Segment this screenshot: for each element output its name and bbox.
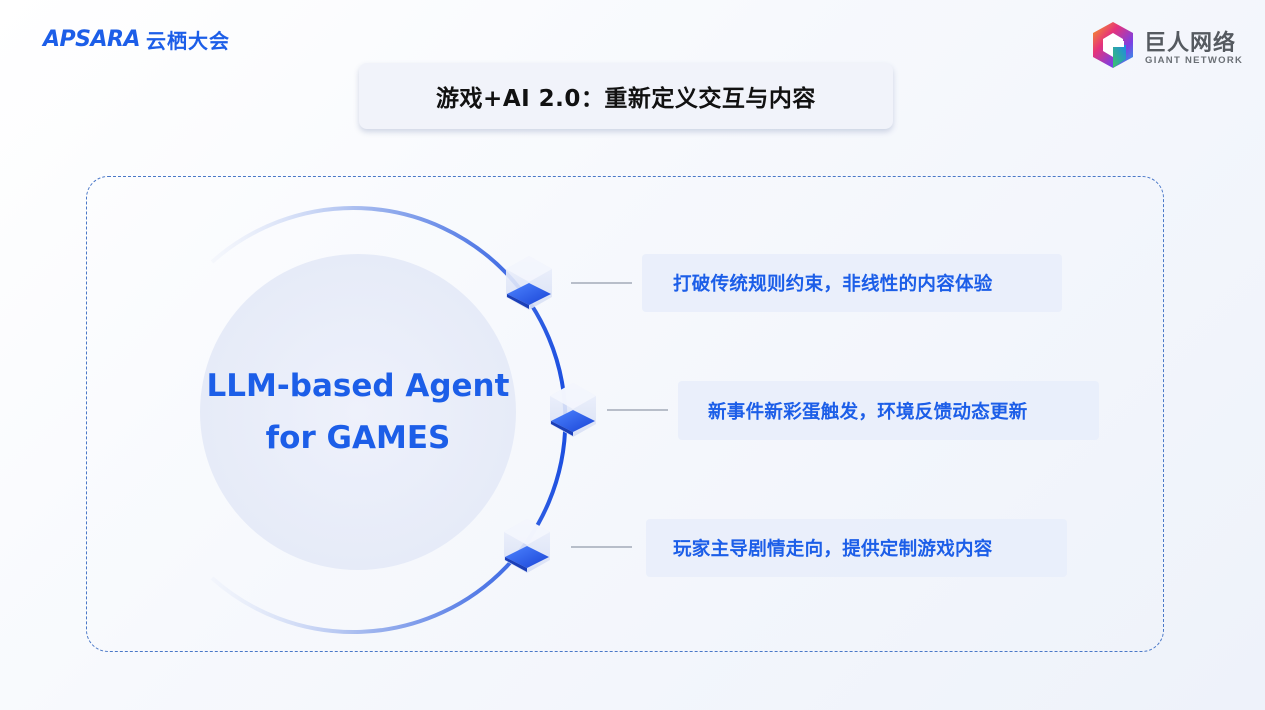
feature-item-3-label: 玩家主导剧情走向，提供定制游戏内容 [673, 539, 993, 560]
giant-network-logo: 巨人网络 GIANT NETWORK [1086, 19, 1246, 71]
feature-item-1-label: 打破传统规则约束，非线性的内容体验 [673, 274, 993, 295]
diagram-frame [86, 176, 1164, 652]
cube-marker-3-icon [504, 519, 550, 573]
giant-logo-icon [1093, 22, 1133, 68]
center-label-line-1: LLM-based Agent [206, 368, 510, 404]
feature-item-2-label: 新事件新彩蛋触发，环境反馈动态更新 [708, 401, 1028, 423]
center-label: LLM-based Agent for GAMES [200, 360, 516, 464]
feature-item-1: 打破传统规则约束，非线性的内容体验 [642, 254, 1062, 312]
apsara-cn-name: 云栖大会 [146, 28, 230, 53]
giant-cn-name: 巨人网络 [1144, 31, 1237, 56]
giant-en-name: GIANT NETWORK [1145, 55, 1244, 66]
title-banner: 游戏+AI 2.0：重新定义交互与内容 [359, 63, 893, 129]
center-label-line-2: for GAMES [265, 420, 451, 456]
feature-item-2: 新事件新彩蛋触发，环境反馈动态更新 [678, 381, 1099, 440]
inner-circle [200, 254, 516, 570]
cube-marker-1-icon [506, 256, 552, 310]
apsara-wordmark: APSARA [43, 26, 141, 52]
page-title: 游戏+AI 2.0：重新定义交互与内容 [436, 86, 816, 112]
apsara-logo: APSARA 云栖大会 [43, 26, 230, 53]
feature-item-3: 玩家主导剧情走向，提供定制游戏内容 [646, 519, 1067, 577]
cube-marker-2-icon [550, 383, 596, 437]
